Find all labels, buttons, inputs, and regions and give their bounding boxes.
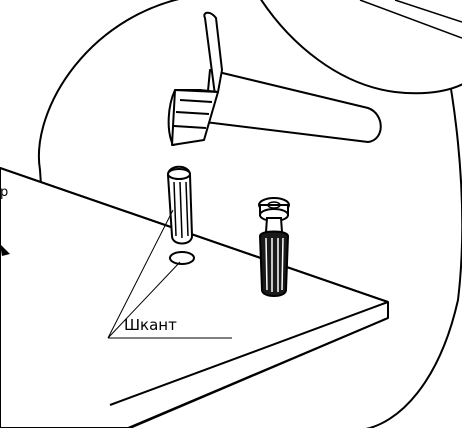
arrow-tip-icon [0,244,10,256]
edge-label-fragment: р [0,185,8,200]
hammer-icon [167,11,382,146]
cam-lock-bolt [258,197,290,297]
wooden-dowel [166,165,194,245]
dowel-callout-label: Шкант [124,316,177,334]
dowel-hole [169,251,195,265]
board-panel [0,167,389,428]
callout-leader [107,209,232,339]
secondary-circle [260,0,462,95]
